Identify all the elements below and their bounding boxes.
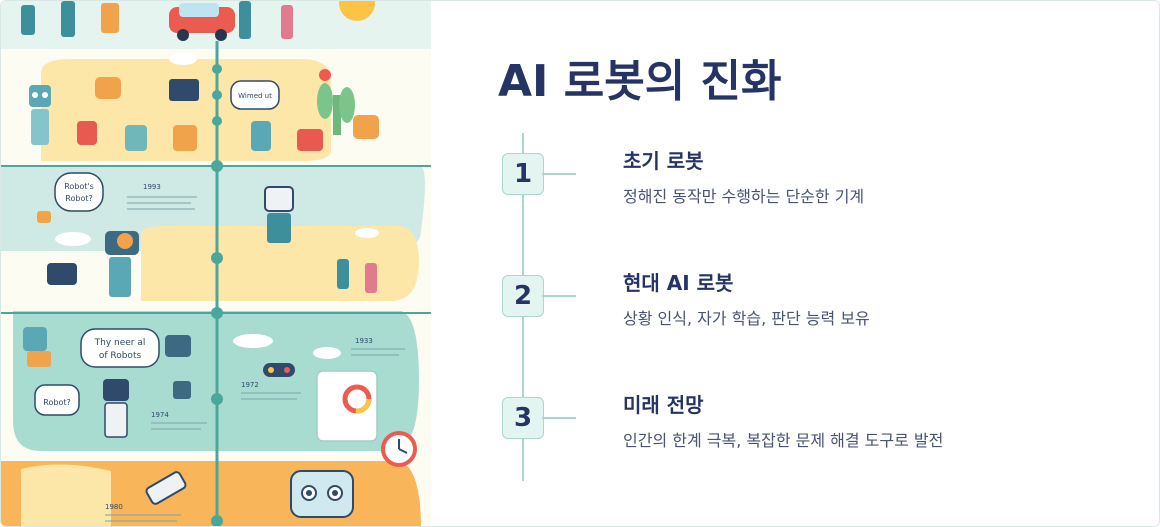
svg-text:Robot's: Robot's	[64, 182, 94, 191]
svg-text:1980: 1980	[105, 503, 123, 511]
battery-icon	[145, 471, 187, 505]
step-number-box: 2	[502, 275, 544, 317]
step-description: 정해진 동작만 수행하는 단순한 기계	[623, 187, 865, 206]
svg-text:1974: 1974	[151, 411, 169, 419]
illustration-svg: Robot's Robot? Thy neer al of Robots Rob…	[1, 1, 431, 526]
speech-bubble-3: Robot?	[34, 384, 80, 416]
speech-bubble-2: Thy neer al of Robots	[80, 328, 160, 368]
svg-text:1933: 1933	[355, 337, 373, 345]
svg-text:1972: 1972	[241, 381, 259, 389]
clock-icon	[381, 431, 417, 467]
step-number-box: 3	[502, 397, 544, 439]
cloud-icon	[55, 53, 379, 359]
step-number-box: 1	[502, 153, 544, 195]
svg-text:Robot?: Robot?	[65, 194, 92, 203]
svg-text:Thy neer al: Thy neer al	[94, 338, 146, 348]
svg-text:Wimed ut: Wimed ut	[238, 92, 272, 100]
car-icon	[169, 3, 235, 41]
plant-icon	[317, 69, 355, 135]
speech-bubble-1: Robot's Robot?	[54, 172, 104, 212]
step-title: 현대 AI 로봇	[623, 271, 734, 295]
slide-title: AI 로봇의 진화	[498, 56, 782, 107]
step-title: 미래 전망	[623, 393, 704, 417]
timeline-item-3: 3 미래 전망 인간의 한계 극복, 복잡한 문제 해결 도구로 발전	[441, 393, 1141, 477]
timeline-connector	[542, 173, 576, 175]
timeline-item-1: 1 초기 로봇 정해진 동작만 수행하는 단순한 기계	[441, 149, 1141, 233]
robot-icon	[29, 85, 51, 145]
step-title: 초기 로봇	[623, 149, 704, 173]
speech-bubble-4: Wimed ut	[230, 80, 280, 110]
timeline-connector	[542, 295, 576, 297]
svg-text:1993: 1993	[143, 183, 161, 191]
content-panel: AI 로봇의 진화 1 초기 로봇 정해진 동작만 수행하는 단순한 기계 2 …	[441, 1, 1141, 526]
svg-text:of Robots: of Robots	[99, 351, 142, 361]
svg-text:Robot?: Robot?	[43, 398, 70, 407]
step-description: 인간의 한계 극복, 복잡한 문제 해결 도구로 발전	[623, 431, 944, 450]
robot-evolution-illustration: Robot's Robot? Thy neer al of Robots Rob…	[1, 1, 431, 526]
sun-icon	[339, 1, 375, 21]
timeline-item-2: 2 현대 AI 로봇 상황 인식, 자가 학습, 판단 능력 보유	[441, 271, 1141, 355]
timeline-connector	[542, 417, 576, 419]
step-description: 상황 인식, 자가 학습, 판단 능력 보유	[623, 309, 870, 328]
